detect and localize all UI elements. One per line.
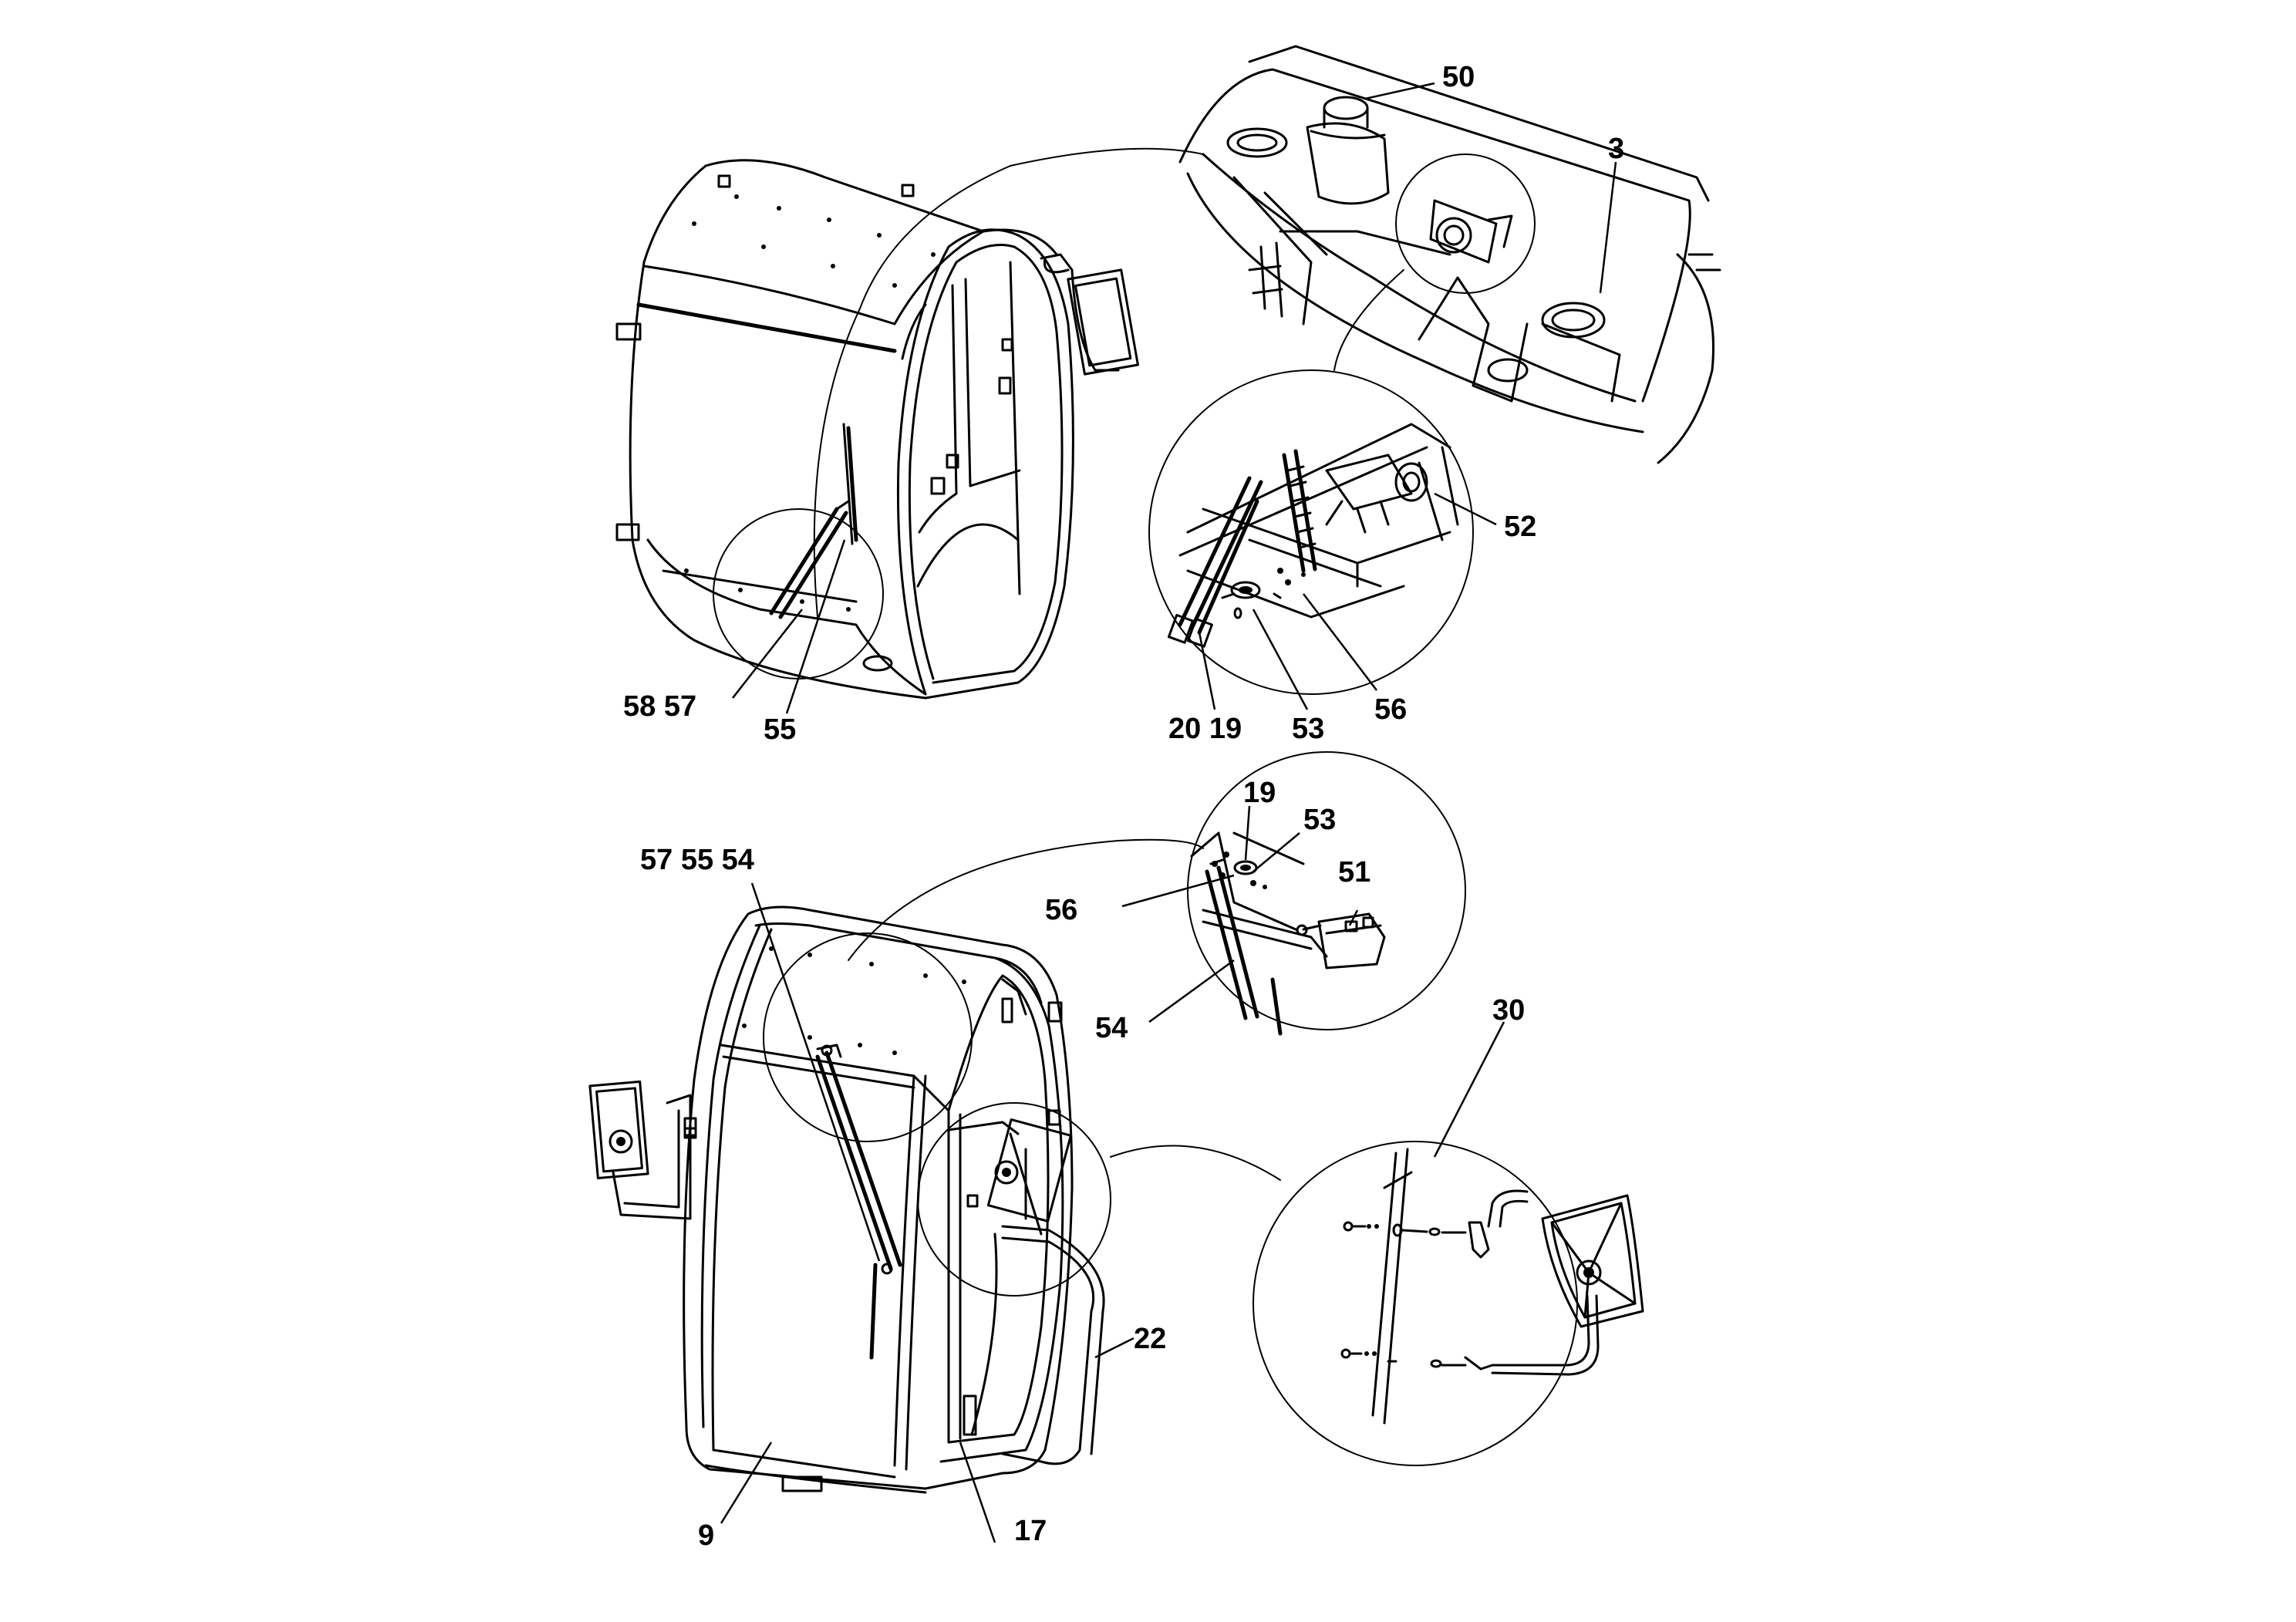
callout-9: 9 <box>698 1519 714 1552</box>
callout-55: 55 <box>764 713 796 746</box>
mirror-detail <box>1253 1141 1644 1466</box>
mirror-detail-connector <box>1110 1145 1281 1181</box>
roof-interior-drawing <box>1178 45 1721 464</box>
callout-56-upper: 56 <box>1374 693 1407 726</box>
upper-cab-detail-ellipse <box>713 147 1204 679</box>
callout-51: 51 <box>1338 856 1371 889</box>
wiper-linkage-detail <box>848 751 1466 1036</box>
callout-56-lower: 56 <box>1045 894 1077 926</box>
callout-52: 52 <box>1504 511 1536 543</box>
callout-53-upper: 53 <box>1292 713 1324 745</box>
upper-cab-drawing <box>615 159 1139 700</box>
callout-3: 3 <box>1608 133 1624 165</box>
leader-lines <box>720 82 1617 1543</box>
wiper-motor-detail <box>1148 369 1474 695</box>
lower-cab-drawing <box>588 905 1105 1494</box>
callout-54: 54 <box>1095 1012 1128 1044</box>
callout-50: 50 <box>1442 61 1475 93</box>
mirror-detail-circle <box>917 1102 1111 1297</box>
wiper-pivot-detail-circle <box>763 932 973 1142</box>
callout-19-lower: 19 <box>1243 777 1276 809</box>
callout-58-57: 58 57 <box>623 690 696 723</box>
callout-22: 22 <box>1134 1323 1166 1355</box>
callout-53-lower: 53 <box>1303 804 1336 836</box>
callout-17: 17 <box>1014 1515 1047 1547</box>
callout-30: 30 <box>1492 994 1525 1027</box>
callout-20-19: 20 19 <box>1168 713 1242 745</box>
callout-57-55-54: 57 55 54 <box>640 844 754 876</box>
